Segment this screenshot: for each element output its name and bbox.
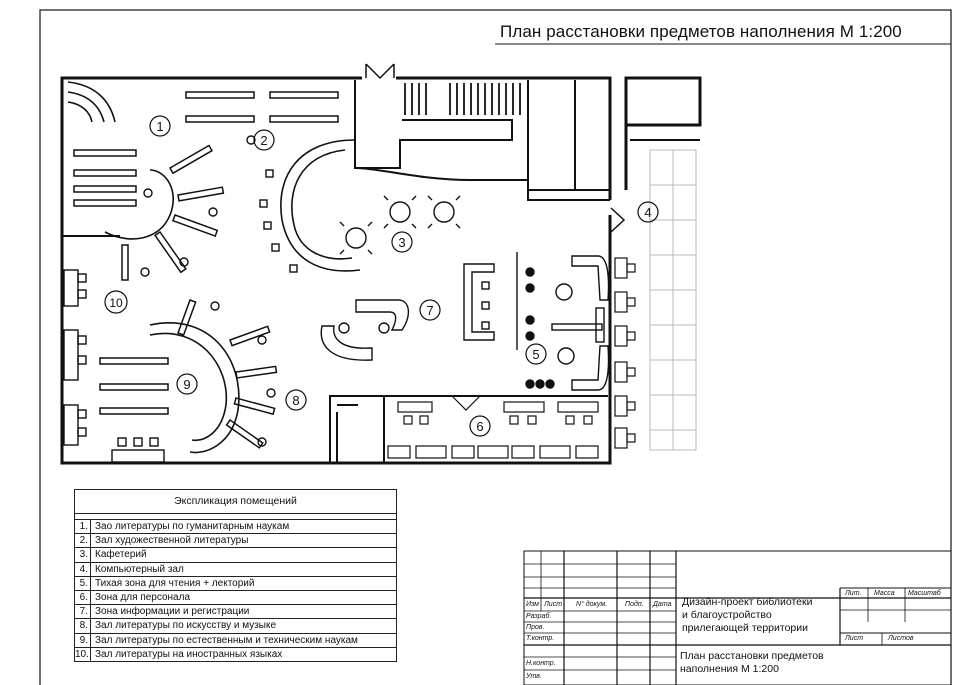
explication-row: 10.Зал литературы на иностранных языках	[75, 647, 283, 661]
explication-row: 5.Тихая зона для чтения + лекторий	[75, 576, 396, 591]
stamp-col-izm: Изм	[526, 601, 539, 608]
drawing-title: План расстановки предметов наполнения М …	[500, 22, 902, 41]
room-marker-5	[525, 343, 547, 365]
room-marker-6	[469, 415, 491, 437]
sheet-title: План расстановки предметов наполнения М …	[680, 650, 824, 675]
stamp-row-ncontrol: Н.контр.	[526, 660, 556, 667]
small-tables	[63, 135, 298, 463]
stamp-row-tcontrol: Т.контр.	[526, 635, 555, 642]
stamp-col-list: Лист	[544, 601, 563, 608]
room-marker-8	[285, 389, 307, 411]
explication-row: 9.Зал литературы по естественным и техни…	[75, 633, 396, 648]
project-title: Дизайн-проект библиотеки и благоустройст…	[682, 596, 813, 634]
exterior-walls	[60, 76, 702, 465]
stamp-scale: Масштаб	[908, 590, 941, 597]
cafe-tables	[339, 195, 461, 255]
explication-row: 1.Зао литературы по гуманитарным наукам	[75, 520, 396, 535]
room-markers	[104, 115, 659, 437]
room-marker-10	[104, 290, 128, 314]
shelf-rows	[73, 91, 339, 449]
interior-walls	[62, 80, 700, 463]
room-marker-7	[419, 299, 441, 321]
explication-row: 8.Зал литературы по искусству и музыке	[75, 619, 396, 634]
explication-header: Экспликация помещений	[75, 490, 396, 514]
staff-furniture	[387, 395, 599, 459]
stamp-row-checked: Пров.	[526, 624, 545, 631]
stamp-sheet: Лист	[845, 635, 864, 642]
room-label-8: 8	[292, 393, 299, 408]
room-label-5: 5	[532, 347, 539, 362]
room-label-3: 3	[398, 235, 405, 250]
explication-row: 6.Зона для персонала	[75, 590, 396, 606]
stamp-lit: Лит.	[845, 590, 862, 597]
stamp-col-date: Дата	[653, 601, 672, 608]
explication-row: 4.Компьютерный зал	[75, 562, 396, 577]
reception-sofas	[320, 263, 495, 361]
room-label-9: 9	[183, 377, 190, 392]
room-marker-1	[149, 115, 171, 137]
room-marker-3	[391, 231, 413, 253]
stamp-row-approved: Утв.	[526, 673, 542, 680]
stairs	[404, 83, 521, 115]
explication-row: 2.Зал художественной литературы	[75, 534, 396, 549]
computer-tables-faded	[649, 149, 697, 451]
stamp-row-developed: Разраб.	[526, 613, 552, 620]
room-marker-4	[637, 201, 659, 223]
room-label-10: 10	[109, 296, 123, 310]
room-label-4: 4	[644, 205, 651, 220]
entrance-door	[365, 63, 626, 233]
stamp-col-sign: Подп.	[625, 601, 644, 608]
explication-table: Экспликация помещений 1.Зао литературы п…	[74, 489, 397, 662]
stamp-sheets: Листов	[888, 635, 914, 642]
room-marker-2	[253, 129, 275, 151]
lecture-area	[516, 252, 610, 391]
explication-row: 3.Кафетерий	[75, 548, 396, 563]
room-label-2: 2	[260, 133, 267, 148]
computer-desks	[614, 257, 636, 449]
stamp-mass: Масса	[874, 590, 895, 597]
room-label-6: 6	[476, 419, 483, 434]
stamp-col-doc: N° докум.	[576, 601, 608, 608]
room-label-7: 7	[426, 303, 433, 318]
curved-bookshelves	[67, 81, 361, 454]
room-label-1: 1	[156, 119, 163, 134]
explication-row: 7.Зона информации и регистрации	[75, 605, 396, 620]
room-marker-9	[176, 373, 198, 395]
